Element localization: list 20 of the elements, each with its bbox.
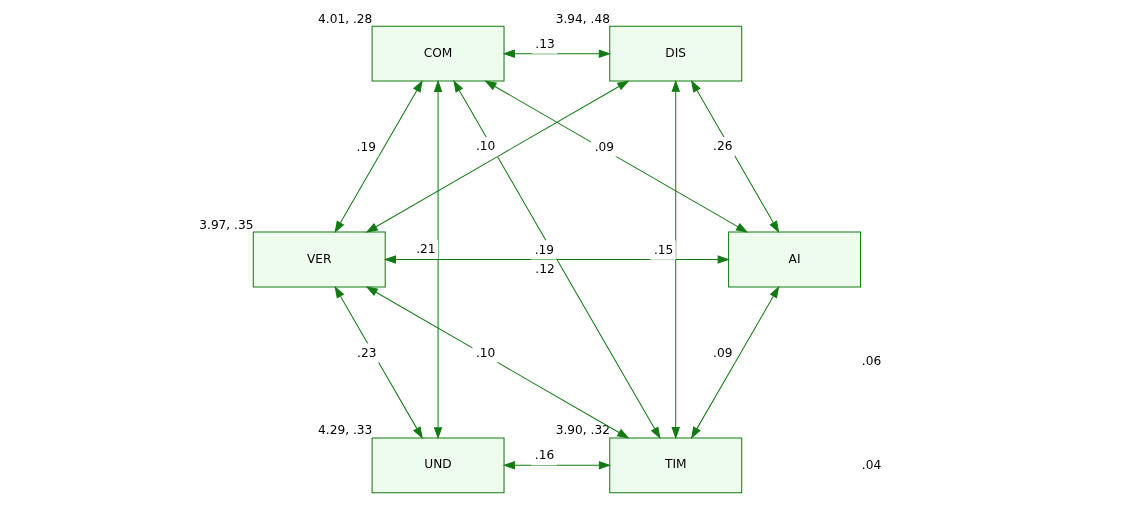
edge-label: .09 bbox=[713, 345, 733, 360]
edge-label: .10 bbox=[475, 345, 496, 360]
edge-label: .10 bbox=[475, 138, 496, 153]
node-label: 3.90, .32 bbox=[555, 422, 610, 437]
edge-label: .16 bbox=[534, 447, 555, 462]
edge-label: .19 bbox=[356, 139, 376, 154]
edge-label: .12 bbox=[535, 261, 555, 276]
node-label: 3.97, .35 bbox=[199, 217, 254, 232]
label: .06 bbox=[861, 353, 882, 368]
edge-label: .15 bbox=[653, 242, 674, 257]
node-label: 4.29, .33 bbox=[318, 422, 373, 437]
edge-label: .21 bbox=[416, 241, 436, 256]
edge-label: .13 bbox=[535, 36, 555, 51]
node-label: 3.94, .48 bbox=[555, 11, 610, 26]
edge-label: .09 bbox=[594, 139, 615, 154]
label: .04 bbox=[861, 457, 882, 472]
edge-label: .26 bbox=[713, 138, 733, 153]
edge-label: .19 bbox=[534, 242, 555, 256]
node-label: 4.01, .28 bbox=[318, 11, 373, 26]
edge-label: .23 bbox=[357, 345, 377, 360]
